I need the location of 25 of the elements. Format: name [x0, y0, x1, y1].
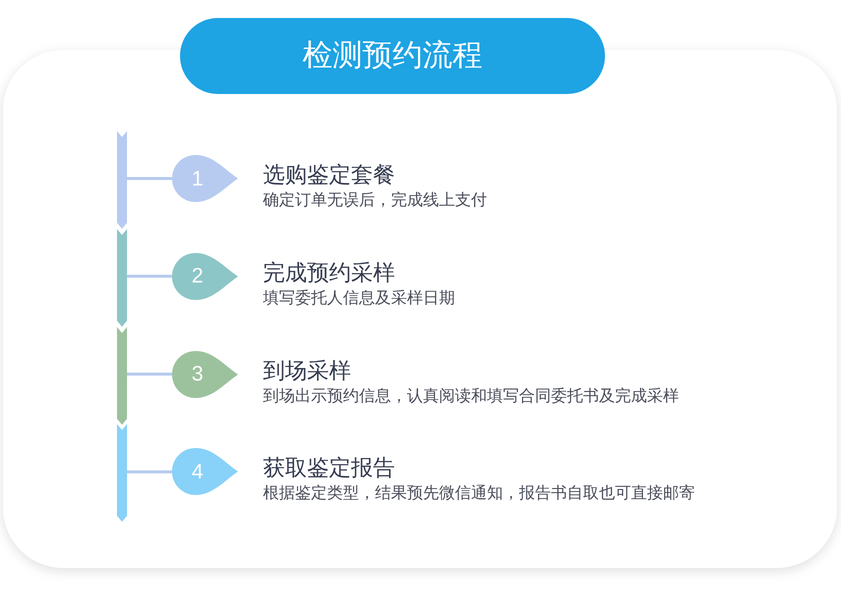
step-description: 填写委托人信息及采样日期 — [263, 288, 455, 309]
step-marker — [172, 448, 238, 496]
step-marker — [172, 350, 238, 398]
step-number: 1 — [192, 168, 204, 189]
connector-line — [127, 177, 172, 180]
step-title: 选购鉴定套餐 — [263, 162, 395, 187]
step-title: 获取鉴定报告 — [263, 455, 395, 480]
step-title: 完成预约采样 — [263, 260, 395, 285]
timeline-segment — [117, 326, 127, 424]
step-description: 根据鉴定类型，结果预先微信通知，报告书自取也可直接邮寄 — [263, 484, 695, 504]
step-number: 4 — [192, 461, 204, 482]
step-description: 到场出示预约信息，认真阅读和填写合同委托书及完成采样 — [263, 386, 679, 407]
timeline-segment — [117, 131, 127, 229]
step-marker — [172, 155, 238, 202]
step-marker — [172, 252, 238, 300]
step-number: 3 — [192, 364, 204, 385]
connector-line — [127, 372, 172, 376]
timeline-segment — [117, 228, 127, 327]
step-number: 2 — [192, 266, 204, 287]
timeline-segment — [117, 424, 127, 522]
connector-line — [127, 274, 172, 278]
step-description: 确定订单无误后，完成线上支付 — [263, 191, 487, 211]
step-title: 到场采样 — [263, 358, 351, 383]
title-banner: 检测预约流程 — [180, 18, 605, 94]
connector-line — [127, 470, 172, 474]
